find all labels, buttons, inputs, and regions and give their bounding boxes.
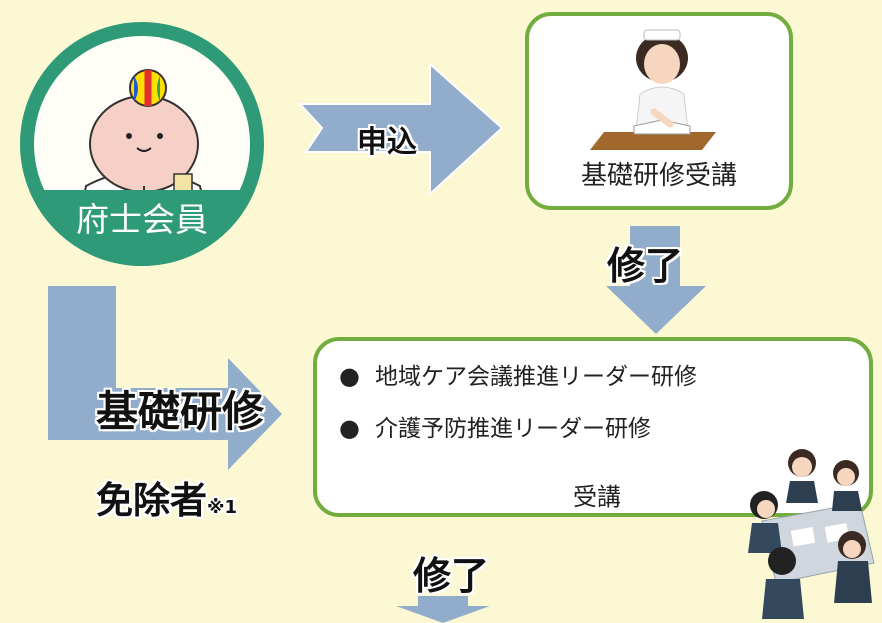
- course-item-care-prevention: ● 介護予防推進リーダー研修: [339, 409, 651, 443]
- bullet-icon: ●: [339, 362, 360, 390]
- basic-training-box: 基礎研修受講: [525, 12, 793, 210]
- course-label: 介護予防推進リーダー研修: [375, 416, 651, 442]
- exempt-note: ※1: [207, 497, 238, 518]
- member-label: 府士会員: [20, 190, 264, 266]
- bullet-icon: ●: [339, 414, 360, 442]
- course-label: 地域ケア会議推進リーダー研修: [375, 364, 697, 390]
- exempt-label-line2: 免除者※1: [96, 470, 237, 524]
- apply-label: 申込: [357, 125, 417, 160]
- studying-woman-illustration-icon: [590, 29, 716, 150]
- meeting-people-illustration-icon: [748, 449, 875, 619]
- exempt-label-text: 免除者: [96, 479, 207, 522]
- completion-label-bottom: 修了: [413, 554, 490, 598]
- member-circle: 府士会員: [20, 22, 264, 266]
- exempt-label-line1: 基礎研修: [96, 387, 265, 436]
- leader-training-box: ● 地域ケア会議推進リーダー研修 ● 介護予防推進リーダー研修 受講: [313, 337, 873, 517]
- basic-training-label: 基礎研修受講: [580, 161, 737, 191]
- completion-label: 修了: [607, 244, 684, 288]
- course-item-community-care: ● 地域ケア会議推進リーダー研修: [339, 357, 697, 391]
- leader-attend-label: 受講: [573, 483, 621, 511]
